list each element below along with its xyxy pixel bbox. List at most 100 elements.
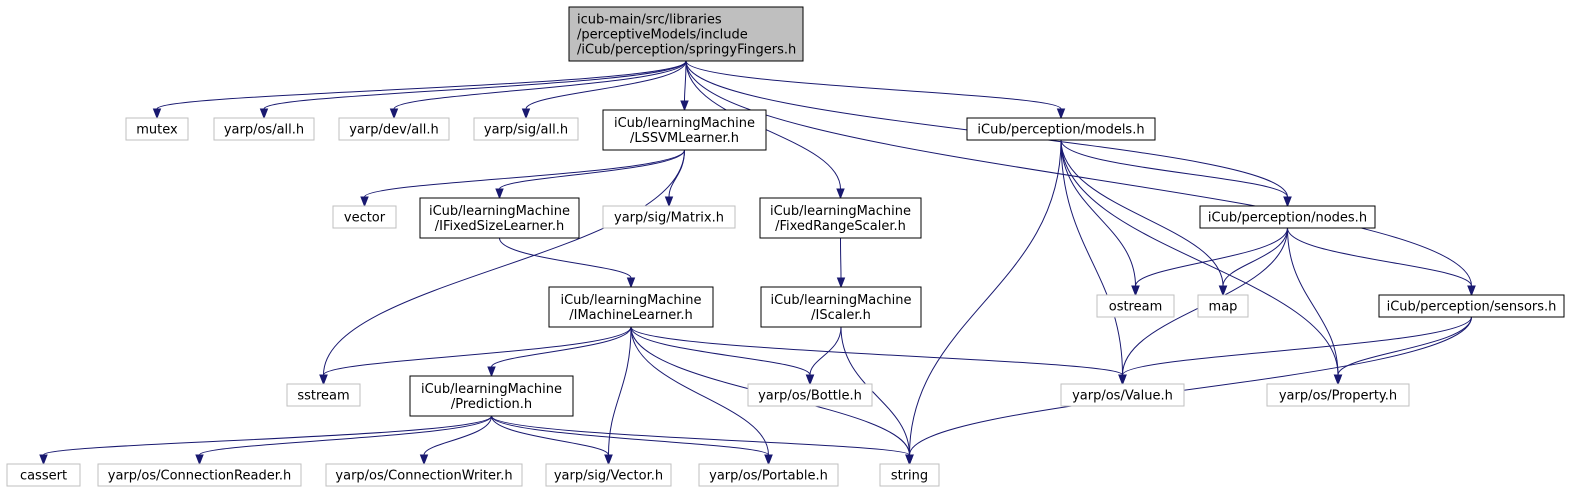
edge-imachine-to-bottle xyxy=(630,326,815,386)
node-box xyxy=(419,197,580,239)
node-box xyxy=(1197,294,1249,318)
edge-line xyxy=(199,415,492,456)
edge-line xyxy=(1287,227,1339,376)
node-label-line: /IMachineLearner.h xyxy=(569,308,693,323)
node-label-line: /LSSVMLearner.h xyxy=(630,131,739,146)
node-box xyxy=(338,117,450,141)
node-label-line: ostream xyxy=(1109,300,1163,315)
edge-line xyxy=(668,149,685,198)
node-box xyxy=(332,205,397,229)
node-label-line: yarp/os/ConnectionReader.h xyxy=(108,469,292,484)
node-iscaler[interactable]: iCub/learningMachine/IScaler.h xyxy=(760,286,922,328)
node-box xyxy=(879,463,940,487)
node-label-line: iCub/learningMachine xyxy=(429,204,570,219)
node-sensors[interactable]: iCub/perception/sensors.h xyxy=(1378,294,1565,318)
node-box xyxy=(760,286,922,328)
node-label-line: iCub/learningMachine xyxy=(770,204,911,219)
node-root[interactable]: icub-main/src/libraries/perceptiveModels… xyxy=(568,6,804,62)
arrowhead xyxy=(152,108,162,120)
arrowhead xyxy=(1333,374,1343,386)
edge-root-to-mutex xyxy=(152,60,687,120)
arrowhead xyxy=(1467,285,1476,297)
edge-line xyxy=(909,139,1062,456)
node-fixedrange[interactable]: iCub/learningMachine/FixedRangeScaler.h xyxy=(759,197,922,239)
arrowhead xyxy=(195,454,204,466)
edge-line xyxy=(1222,227,1288,287)
node-string: string xyxy=(879,463,940,487)
node-property: yarp/os/Property.h xyxy=(1266,383,1410,407)
arrowhead xyxy=(389,108,399,120)
arrowhead xyxy=(487,366,496,378)
node-value: yarp/os/Value.h xyxy=(1060,383,1185,407)
node-box xyxy=(1266,383,1410,407)
node-box xyxy=(548,286,714,328)
node-connwriter: yarp/os/ConnectionWriter.h xyxy=(325,463,523,487)
edge-sensors-to-value xyxy=(1118,316,1472,386)
arrowhead xyxy=(1056,108,1066,120)
node-imachine[interactable]: iCub/learningMachine/IMachineLearner.h xyxy=(548,286,714,328)
node-box xyxy=(698,463,839,487)
node-box xyxy=(966,117,1156,141)
edge-line xyxy=(323,326,632,376)
edge-models-to-string xyxy=(905,139,1062,466)
edge-line xyxy=(630,326,1123,376)
arrowhead xyxy=(495,188,504,200)
edge-line xyxy=(1060,139,1123,376)
edge-lssvm-to-matrix xyxy=(664,149,685,208)
node-ostream: ostream xyxy=(1096,294,1175,318)
edge-line xyxy=(323,149,685,376)
edge-line xyxy=(491,415,910,456)
edge-line xyxy=(1337,316,1472,376)
node-label-line: /IScaler.h xyxy=(811,308,871,323)
node-label-line: yarp/os/Bottle.h xyxy=(758,389,862,404)
node-nodes[interactable]: iCub/perception/nodes.h xyxy=(1199,205,1376,229)
edge-line xyxy=(685,60,1062,110)
node-label-line: iCub/learningMachine xyxy=(614,116,755,131)
edge-nodes-to-map xyxy=(1218,227,1288,297)
arrowhead xyxy=(805,374,815,386)
arrowhead xyxy=(360,196,369,208)
node-ifixed[interactable]: iCub/learningMachine/IFixedSizeLearner.h xyxy=(419,197,580,239)
node-box xyxy=(286,383,361,407)
node-label-line: iCub/perception/nodes.h xyxy=(1208,211,1367,226)
edge-line xyxy=(364,149,685,198)
edge-line xyxy=(43,415,492,456)
node-box xyxy=(545,463,672,487)
node-lssvm[interactable]: iCub/learningMachine/LSSVMLearner.h xyxy=(602,109,767,151)
node-box xyxy=(1060,383,1185,407)
node-prediction[interactable]: iCub/learningMachine/Prediction.h xyxy=(409,375,574,417)
node-label-line: yarp/os/Property.h xyxy=(1279,389,1397,404)
edge-prediction-to-connwriter xyxy=(419,415,492,466)
node-label-line: iCub/perception/models.h xyxy=(977,123,1144,138)
node-label-line: /perceptiveModels/include xyxy=(577,28,748,43)
arrowhead xyxy=(664,196,674,208)
arrowhead xyxy=(259,108,269,120)
node-label-line: yarp/os/Value.h xyxy=(1072,389,1173,404)
node-cassert: cassert xyxy=(6,463,81,487)
edge-root-to-yarp-sig-all xyxy=(521,60,687,120)
edge-nodes-to-sensors xyxy=(1287,227,1476,297)
edge-models-to-ostream xyxy=(1060,139,1140,297)
arrowhead xyxy=(836,277,846,289)
edge-models-to-property xyxy=(1060,139,1343,386)
node-label-line: /Prediction.h xyxy=(451,397,532,412)
node-vector: vector xyxy=(332,205,397,229)
node-label-line: string xyxy=(891,469,928,484)
edge-prediction-to-sigvector xyxy=(491,415,613,466)
node-label-line: map xyxy=(1209,300,1238,315)
node-box xyxy=(568,6,804,62)
edge-models-to-nodes xyxy=(1060,139,1292,208)
node-label-line: yarp/dev/all.h xyxy=(349,123,439,138)
node-label-line: mutex xyxy=(136,123,178,138)
node-models[interactable]: iCub/perception/models.h xyxy=(966,117,1156,141)
node-box xyxy=(125,117,189,141)
node-yarp-os-all: yarp/os/all.h xyxy=(213,117,315,141)
edge-models-to-value xyxy=(1060,139,1127,386)
node-label-line: iCub/perception/sensors.h xyxy=(1387,300,1557,315)
edge-lssvm-to-ifixed xyxy=(495,149,685,200)
node-label-line: yarp/sig/Vector.h xyxy=(554,469,663,484)
edge-line xyxy=(630,326,811,376)
arrowhead xyxy=(521,108,531,120)
node-connreader: yarp/os/ConnectionReader.h xyxy=(97,463,302,487)
